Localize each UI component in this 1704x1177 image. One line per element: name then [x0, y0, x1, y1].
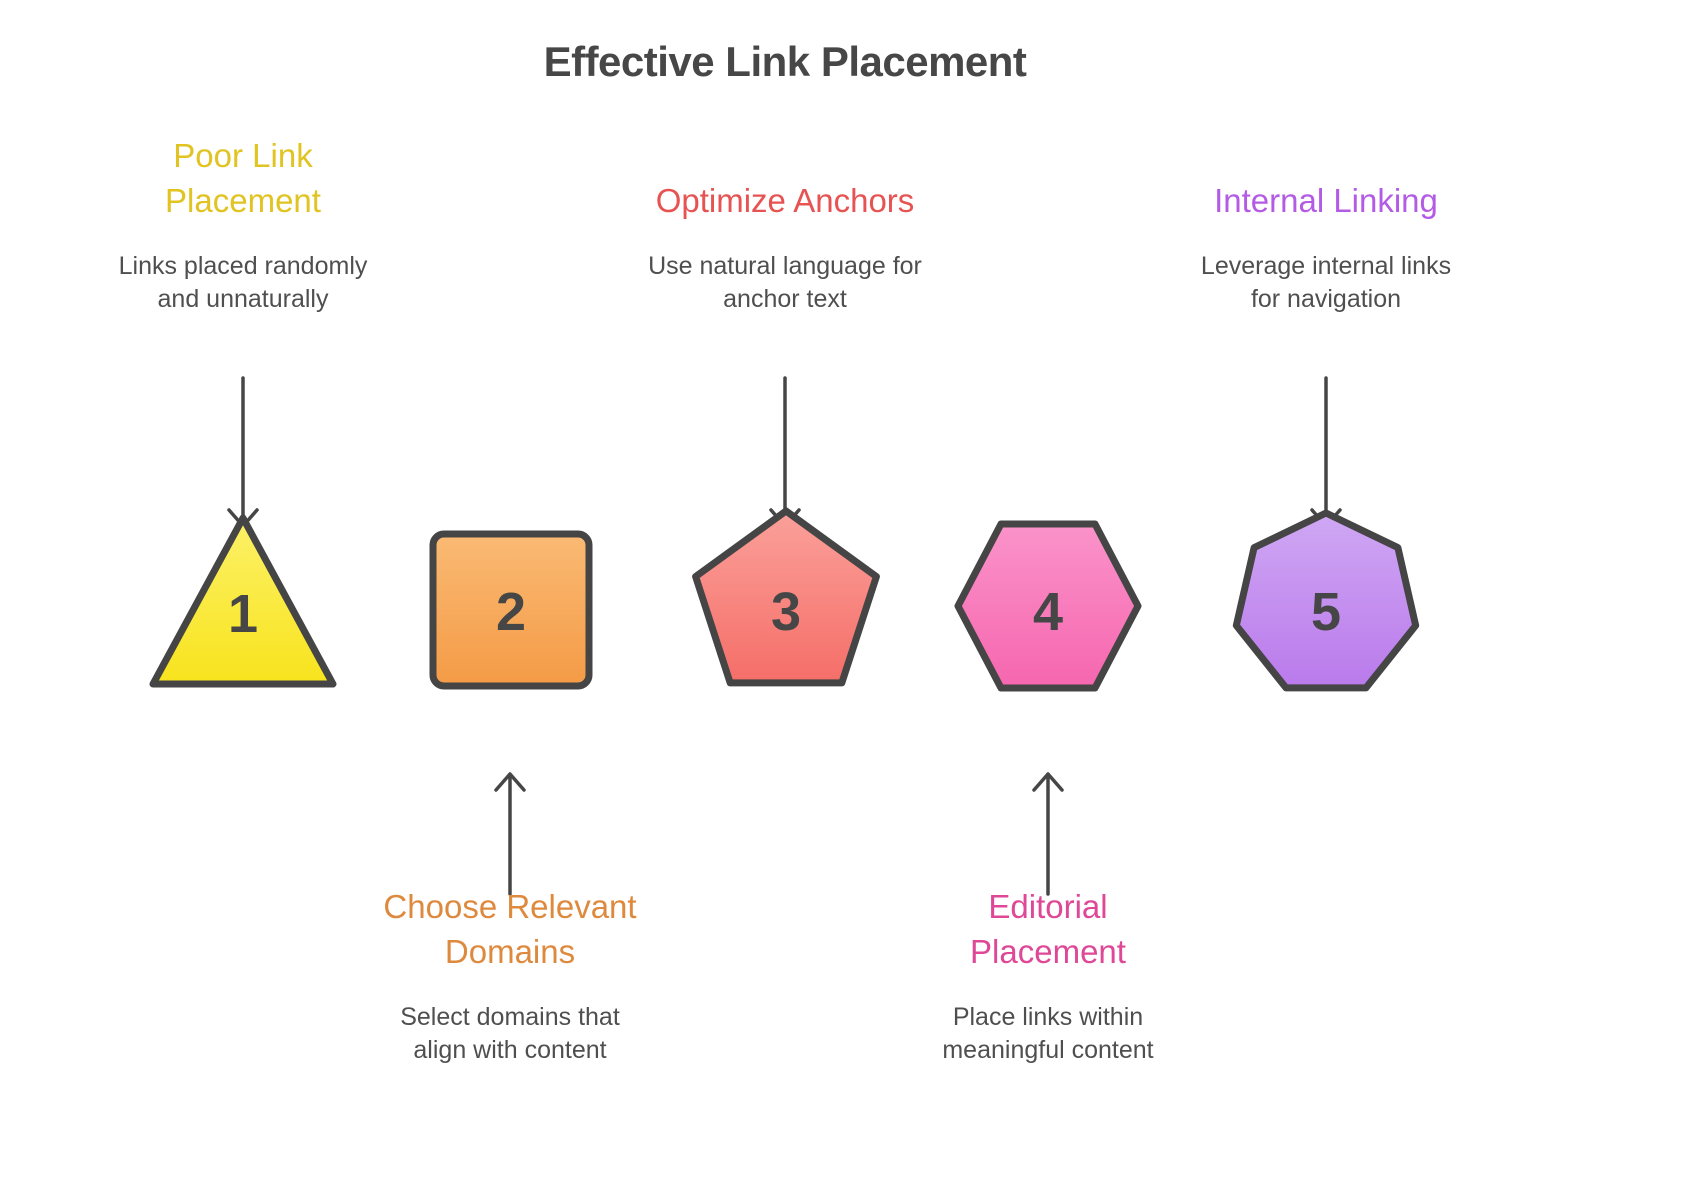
step-3-shape-pentagon: 3	[692, 507, 880, 687]
pentagon-outline	[692, 507, 880, 687]
step-1-heading-line-1: Poor Link	[173, 137, 313, 174]
step-4-label: Editorial Placement Place links within m…	[848, 884, 1248, 1067]
step-3-heading-line-1: Optimize Anchors	[655, 182, 915, 219]
step-4-description: Place links within meaningful content	[848, 1001, 1248, 1067]
step-3-description-line-2: anchor text	[723, 285, 847, 313]
step-3-description-line-1: Use natural language for	[648, 252, 922, 280]
step-1-number: 1	[228, 584, 258, 644]
step-2-heading: Choose Relevant Domains	[310, 884, 710, 974]
diagram-title: Effective Link Placement	[543, 38, 1027, 85]
step-4-shape-hexagon: 4	[954, 520, 1142, 692]
step-1-description-line-1: Links placed randomly	[118, 252, 368, 280]
heptagon-outline	[1232, 509, 1420, 692]
step-2-description-line-1: Select domains that	[400, 1003, 620, 1031]
step-2-description: Select domains that align with content	[310, 1001, 710, 1067]
step-2-heading-line-1: Choose Relevant	[383, 888, 637, 925]
step-4-heading-line-2: Placement	[970, 933, 1126, 970]
step-5-shape-heptagon: 5	[1232, 509, 1420, 692]
arrow-up-icon-4	[1032, 772, 1064, 896]
step-4-description-line-1: Place links within	[952, 1003, 1144, 1031]
step-5-heading-line-1: Internal Linking	[1214, 182, 1438, 219]
step-2-shape-square: 2	[429, 530, 593, 690]
step-2-description-line-2: align with content	[413, 1036, 607, 1064]
step-1-shape-triangle: 1	[149, 514, 337, 688]
square-outline	[429, 530, 593, 690]
step-3-number: 3	[771, 582, 801, 642]
step-5-number: 5	[1311, 582, 1341, 642]
step-2-heading-line-2: Domains	[444, 933, 576, 970]
step-1-label: Poor Link Placement Links placed randoml…	[43, 130, 443, 316]
arrow-up-icon-2	[494, 772, 526, 896]
step-4-number: 4	[1033, 582, 1063, 642]
hexagon-outline	[954, 520, 1142, 692]
step-1-heading: Poor Link Placement	[43, 133, 443, 223]
triangle-outline	[149, 514, 337, 688]
step-2-label: Choose Relevant Domains Select domains t…	[310, 884, 710, 1067]
step-5-description-line-1: Leverage internal links	[1200, 252, 1452, 280]
step-1-heading-line-2: Placement	[165, 182, 321, 219]
step-3-heading: Optimize Anchors	[585, 178, 985, 223]
step-3-label: Optimize Anchors Use natural language fo…	[585, 130, 985, 316]
step-5-description-line-2: for navigation	[1250, 285, 1402, 313]
step-5-description: Leverage internal links for navigation	[1126, 250, 1526, 316]
step-4-description-line-2: meaningful content	[942, 1036, 1154, 1064]
step-2-number: 2	[496, 582, 526, 642]
step-5-heading: Internal Linking	[1126, 178, 1526, 223]
step-1-description: Links placed randomly and unnaturally	[43, 250, 443, 316]
step-4-heading-line-1: Editorial	[988, 888, 1108, 925]
step-3-description: Use natural language for anchor text	[585, 250, 985, 316]
step-4-heading: Editorial Placement	[848, 884, 1248, 974]
step-5-label: Internal Linking Leverage internal links…	[1126, 130, 1526, 316]
step-1-description-line-2: and unnaturally	[157, 285, 329, 313]
